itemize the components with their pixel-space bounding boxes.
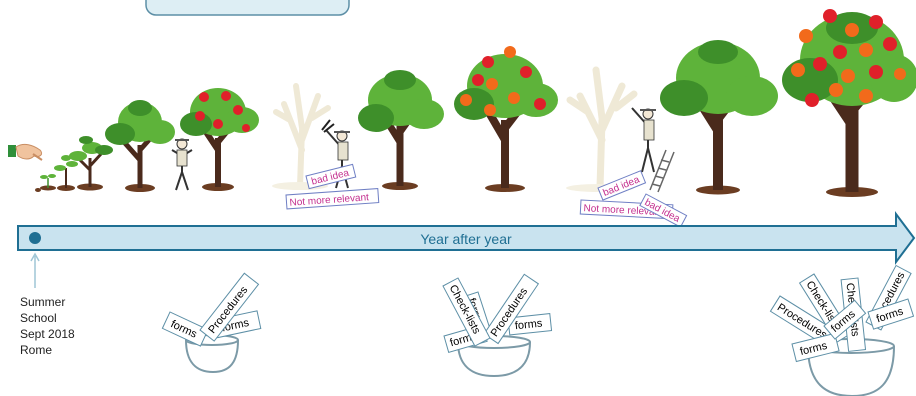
start-note-line-4: Rome bbox=[20, 343, 52, 357]
healthy-tree-1 bbox=[358, 70, 444, 190]
sprout-tree-1 bbox=[40, 174, 56, 191]
shears-icon bbox=[322, 120, 334, 132]
bucket-small: forms forms Procedures bbox=[162, 273, 260, 372]
young-tree bbox=[105, 100, 175, 192]
fruit-tree-2 bbox=[454, 46, 558, 192]
header-box bbox=[146, 0, 349, 15]
gardener-icon bbox=[172, 139, 192, 190]
timeline-arrow: Year after year bbox=[18, 214, 914, 262]
fruit-tree-3 bbox=[782, 9, 916, 197]
planting-hand-icon bbox=[8, 144, 42, 192]
discarded-tags-2: bad idea Not more relevant bad idea bbox=[580, 171, 686, 227]
bucket-large: Procedures Check-lists Check-lists Proce… bbox=[770, 265, 913, 396]
start-note-line-2: School bbox=[20, 311, 57, 325]
tag-bad-idea-2: bad idea bbox=[602, 174, 642, 199]
healthy-tree-2 bbox=[660, 40, 778, 195]
timeline-start-dot bbox=[29, 232, 41, 244]
start-note-line-1: Summer bbox=[20, 295, 65, 309]
bucket-medium: forms forms forms Procedures Check-lists bbox=[443, 274, 552, 376]
start-note: Summer School Sept 2018 Rome bbox=[20, 295, 78, 357]
start-pointer-arrow bbox=[31, 254, 39, 288]
start-note-line-3: Sept 2018 bbox=[20, 327, 75, 341]
timeline-label: Year after year bbox=[420, 231, 512, 247]
pruned-tree-2 bbox=[566, 70, 634, 192]
gardener-with-shears-2 bbox=[632, 108, 656, 172]
fruit-tree-red-1 bbox=[180, 88, 259, 191]
